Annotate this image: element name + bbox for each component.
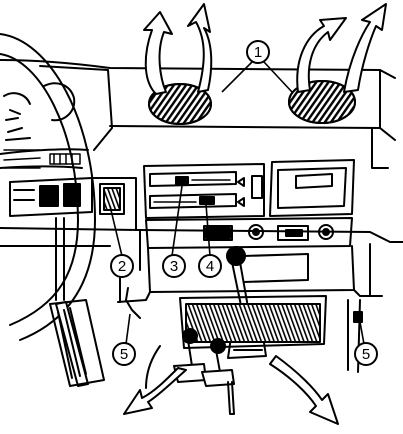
callout-4-label: 4 (206, 258, 214, 275)
callout-5-left-label: 5 (120, 346, 128, 363)
callout-5-left: 5 (113, 343, 135, 365)
floor-heater-grille (180, 296, 326, 348)
dashboard-side-edge (380, 70, 395, 140)
dashboard-lower-edge (110, 126, 380, 128)
callout-3-label: 3 (170, 258, 178, 275)
callout-5-right: 5 (355, 343, 377, 365)
callout-1: 1 (247, 41, 269, 63)
left-switch-block (10, 178, 92, 216)
callout-4: 4 (199, 255, 221, 277)
dashboard-top-edge (0, 60, 395, 78)
heater-slider-marks (154, 180, 230, 202)
heater-control-panel (144, 164, 264, 218)
callout-5-right-label: 5 (362, 346, 370, 363)
callout-1-label: 1 (254, 44, 262, 61)
callout-2-label: 2 (118, 258, 126, 275)
right-console-panel (270, 160, 354, 216)
callout-3: 3 (163, 255, 185, 277)
callout-2: 2 (111, 255, 133, 277)
left-vent (100, 184, 124, 214)
